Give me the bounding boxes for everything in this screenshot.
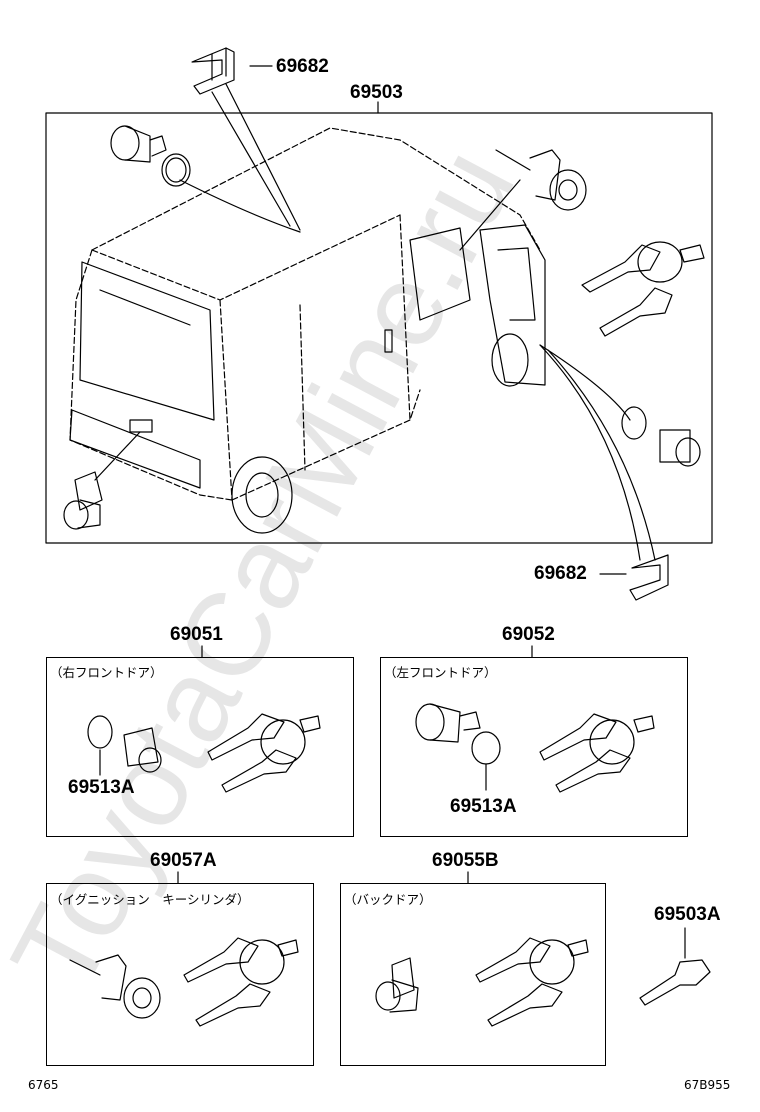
set-69051-illustration: [87, 713, 321, 793]
part-label-back-door: 69055B: [432, 850, 499, 871]
part-label-gasket-left: 69513A: [450, 796, 517, 817]
van-rear: [69, 261, 529, 534]
ignition-cylinder-main: [495, 149, 587, 211]
box-back-door: [340, 883, 606, 1066]
back-door-cylinder-main: [63, 471, 103, 530]
caption-right-front: （右フロントドア）: [50, 665, 163, 680]
keys-main: [581, 241, 705, 337]
part-label-gasket-right: 69513A: [68, 777, 135, 798]
part-label-top-clip: 69682: [276, 56, 329, 77]
box-left-front-door: [380, 657, 688, 837]
part-label-right-front: 69051: [170, 624, 223, 645]
set-69057A-illustration: [69, 937, 299, 1027]
box-ignition: [46, 883, 314, 1066]
van-illustration: [69, 127, 541, 501]
part-label-ignition: 69057A: [150, 850, 217, 871]
caption-ignition: （イグニッション キーシリンダ）: [50, 892, 250, 907]
clip-top-illustration: [191, 47, 301, 231]
part-label-blank-key: 69503A: [654, 904, 721, 925]
footer-left-code: 6765: [28, 1078, 59, 1092]
part-label-side-clip: 69682: [534, 563, 587, 584]
caption-back-door: （バックドア）: [344, 892, 432, 907]
footer-right-code: 67B955: [684, 1078, 731, 1092]
set-69055B-illustration: [375, 937, 589, 1027]
clip-side-illustration: [599, 554, 669, 601]
blank-key-illustration: [639, 927, 711, 1006]
box-right-front-door: [46, 657, 354, 837]
caption-left-front: （左フロントドア）: [384, 665, 497, 680]
cylinder-top-left: [110, 125, 191, 187]
van-open-door: [384, 224, 546, 386]
part-label-left-front: 69052: [502, 624, 555, 645]
part-label-set-main: 69503: [350, 82, 403, 103]
door-cylinder-main-right: [621, 406, 701, 467]
set-69052-illustration: [415, 703, 655, 793]
